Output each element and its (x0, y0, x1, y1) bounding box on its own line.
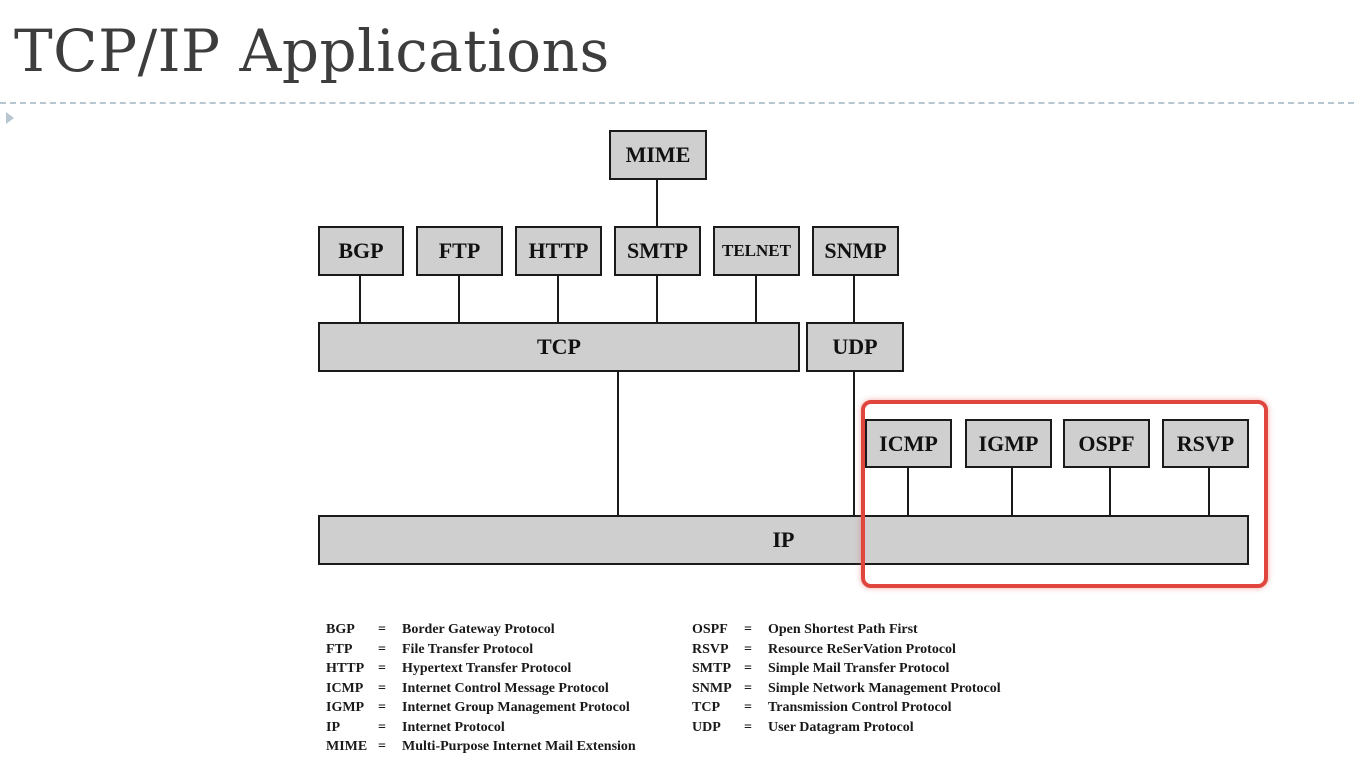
legend-definition: Open Shortest Path First (768, 622, 918, 637)
ip-box: IP (318, 515, 1249, 565)
legend-definition: Simple Network Management Protocol (768, 680, 1001, 696)
connector-telnet-tcp (755, 274, 757, 324)
connector-bgp-tcp (359, 274, 361, 324)
legend-abbreviation: ICMP (326, 680, 364, 696)
legend-definition: Border Gateway Protocol (402, 622, 555, 637)
igmp-box: IGMP (965, 419, 1052, 468)
legend-equals: = (378, 641, 386, 657)
udp-box: UDP (806, 322, 904, 372)
legend-definition: Hypertext Transfer Protocol (402, 661, 572, 676)
legend-abbreviation: MIME (326, 739, 368, 754)
legend-definition: Internet Control Message Protocol (402, 680, 609, 696)
telnet-box: TELNET (713, 226, 800, 276)
legend-abbreviation: BGP (326, 622, 355, 637)
snmp-box: SNMP (812, 226, 899, 276)
legend-abbreviation: SNMP (692, 680, 732, 696)
legend-equals: = (744, 661, 752, 676)
legend-row: OSPF = Open Shortest Path First (692, 620, 1001, 640)
connector-snmp-udp (853, 274, 855, 324)
ospf-box: OSPF (1063, 419, 1150, 468)
legend-row: RSVP = Resource ReSerVation Protocol (692, 640, 1001, 660)
icmp-box: ICMP (865, 419, 952, 468)
legend-equals: = (744, 641, 752, 657)
legend-definition: Internet Protocol (402, 719, 505, 735)
legend-abbreviation: IP (326, 719, 340, 735)
legend-definition: Transmission Control Protocol (768, 700, 952, 715)
legend-row: IGMP = Internet Group Management Protocol (326, 698, 636, 718)
http-box: HTTP (515, 226, 602, 276)
legend-definition: File Transfer Protocol (402, 641, 534, 657)
legend-row: IP = Internet Protocol (326, 718, 636, 738)
legend-definition: Internet Group Management Protocol (402, 700, 630, 715)
legend-equals: = (378, 622, 386, 637)
legend-row: UDP = User Datagram Protocol (692, 718, 1001, 738)
connector-ftp-tcp (458, 274, 460, 324)
connector-rsvp-ip (1208, 466, 1210, 518)
legend-abbreviation: SMTP (692, 661, 731, 676)
legend-row: SNMP = Simple Network Management Protocol (692, 679, 1001, 699)
legend-equals: = (378, 719, 386, 735)
tcp-box: TCP (318, 322, 800, 372)
connector-udp-ip (853, 370, 855, 518)
bgp-box: BGP (318, 226, 404, 276)
legend-row: ICMP = Internet Control Message Protocol (326, 679, 636, 699)
connector-mime-smtp (656, 178, 658, 227)
legend-equals: = (744, 719, 752, 735)
legend-equals: = (378, 661, 386, 676)
legend-equals: = (744, 680, 752, 696)
legend-equals: = (378, 680, 386, 696)
legend-definition: Multi-Purpose Internet Mail Extension (402, 739, 636, 754)
connector-http-tcp (557, 274, 559, 324)
highlight-rectangle (861, 400, 1268, 588)
connector-igmp-ip (1011, 466, 1013, 518)
legend-abbreviation: OSPF (692, 622, 728, 637)
legend-row: HTTP = Hypertext Transfer Protocol (326, 659, 636, 679)
legend-abbreviation: UDP (692, 719, 721, 735)
legend-abbreviation: HTTP (326, 661, 365, 676)
legend-row: SMTP = Simple Mail Transfer Protocol (692, 659, 1001, 679)
legend-equals: = (744, 700, 752, 715)
slide-title: TCP/IP Applications (14, 17, 610, 85)
mime-box: MIME (609, 130, 707, 180)
rsvp-box: RSVP (1162, 419, 1249, 468)
bullet-arrow-icon (6, 112, 14, 124)
legend-equals: = (744, 622, 752, 637)
legend-abbreviation: FTP (326, 641, 353, 657)
legend-row: BGP = Border Gateway Protocol (326, 620, 636, 640)
legend-row: MIME = Multi-Purpose Internet Mail Extensi… (326, 737, 636, 757)
title-divider (0, 102, 1354, 104)
connector-ospf-ip (1109, 466, 1111, 518)
legend-equals: = (378, 700, 386, 715)
legend-abbreviation: IGMP (326, 700, 365, 715)
ftp-box: FTP (416, 226, 503, 276)
legend-abbreviation: RSVP (692, 641, 729, 657)
legend-row: FTP = File Transfer Protocol (326, 640, 636, 660)
legend-abbreviation: TCP (692, 700, 720, 715)
connector-icmp-ip (907, 466, 909, 518)
legend-definition: User Datagram Protocol (768, 719, 914, 735)
connector-smtp-tcp (656, 274, 658, 324)
smtp-box: SMTP (614, 226, 701, 276)
legend-definition: Simple Mail Transfer Protocol (768, 661, 950, 676)
legend-equals: = (378, 739, 386, 754)
legend-row: TCP = Transmission Control Protocol (692, 698, 1001, 718)
connector-tcp-ip (617, 370, 619, 518)
legend-definition: Resource ReSerVation Protocol (768, 641, 956, 657)
